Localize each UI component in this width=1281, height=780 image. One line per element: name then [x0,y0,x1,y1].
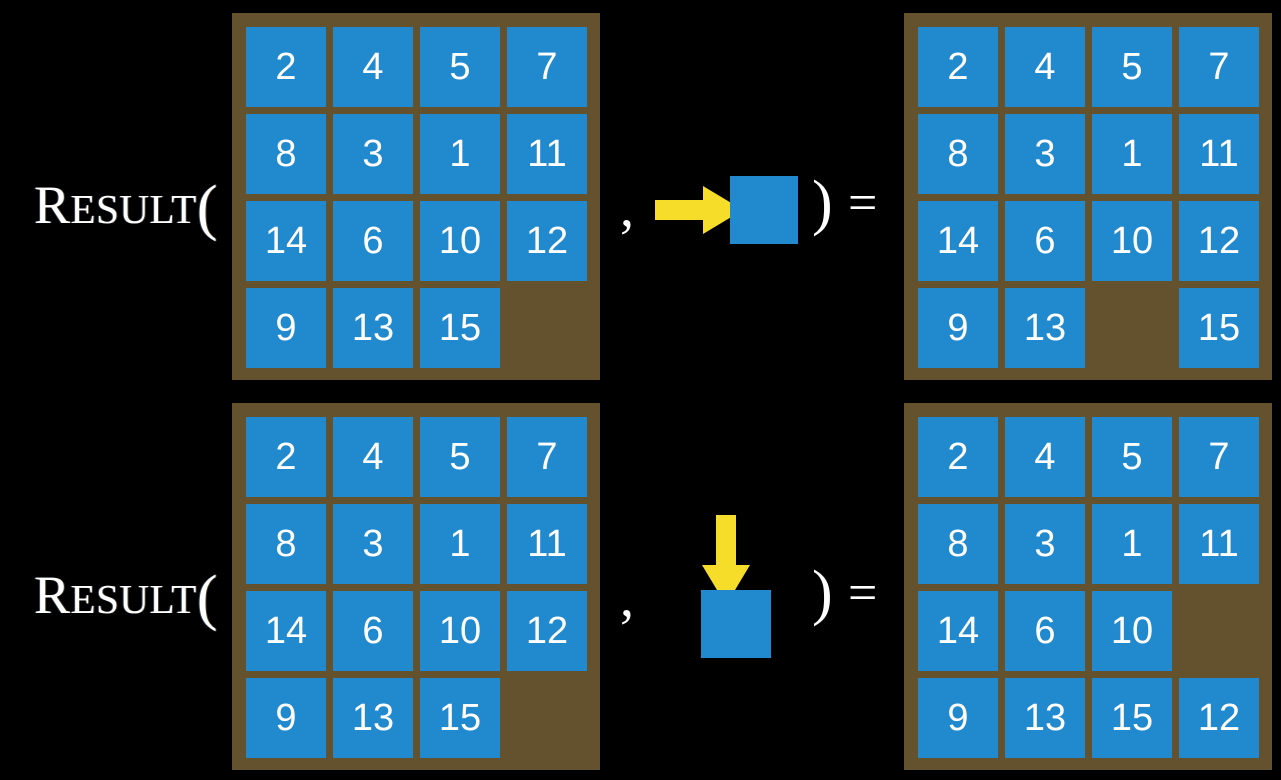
tile[interactable]: 4 [1005,27,1085,107]
tile[interactable]: 14 [918,591,998,671]
open-paren-top: ( [196,174,218,242]
tile[interactable]: 7 [507,27,587,107]
input-grid-top: 2 4 5 7 8 3 1 11 14 6 10 12 9 13 15 [246,27,587,368]
tile[interactable]: 7 [1179,417,1259,497]
tile[interactable]: 15 [1092,678,1172,758]
tile[interactable]: 4 [333,417,413,497]
tile[interactable]: 5 [420,27,500,107]
output-grid-bottom: 2 4 5 7 8 3 1 11 14 6 10 9 13 15 12 [918,417,1259,758]
tile[interactable]: 11 [507,504,587,584]
tile[interactable]: 5 [1092,417,1172,497]
tile[interactable]: 8 [918,114,998,194]
tile[interactable]: 1 [420,504,500,584]
arrow-right-icon [655,186,743,234]
output-board-top[interactable]: 2 4 5 7 8 3 1 11 14 6 10 12 9 13 15 [904,13,1272,380]
blank-cell [507,678,587,758]
blank-cell [1179,591,1259,671]
tile[interactable]: 1 [1092,114,1172,194]
comma-bottom: , [620,567,634,629]
tile[interactable]: 7 [1179,27,1259,107]
tile[interactable]: 2 [246,27,326,107]
tile[interactable]: 4 [1005,417,1085,497]
input-grid-bottom: 2 4 5 7 8 3 1 11 14 6 10 12 9 13 15 [246,417,587,758]
tile[interactable]: 2 [918,27,998,107]
tile[interactable]: 10 [420,201,500,281]
tile[interactable]: 1 [420,114,500,194]
tile[interactable]: 14 [246,201,326,281]
tile[interactable]: 13 [1005,288,1085,368]
blank-cell [1092,288,1172,368]
result-label-bottom: RESULT( [34,562,218,629]
input-board-bottom[interactable]: 2 4 5 7 8 3 1 11 14 6 10 12 9 13 15 [232,403,600,770]
tile[interactable]: 11 [1179,114,1259,194]
output-board-bottom[interactable]: 2 4 5 7 8 3 1 11 14 6 10 9 13 15 12 [904,403,1272,770]
tile[interactable]: 10 [420,591,500,671]
tile[interactable]: 9 [246,678,326,758]
result-label-initial: R [34,565,71,625]
input-board-top[interactable]: 2 4 5 7 8 3 1 11 14 6 10 12 9 13 15 [232,13,600,380]
tile[interactable]: 14 [246,591,326,671]
tile[interactable]: 3 [333,114,413,194]
tile[interactable]: 3 [333,504,413,584]
tile[interactable]: 10 [1092,591,1172,671]
tile[interactable]: 3 [1005,114,1085,194]
tile[interactable]: 1 [1092,504,1172,584]
tile[interactable]: 13 [333,288,413,368]
tile[interactable]: 12 [1179,201,1259,281]
tile[interactable]: 11 [1179,504,1259,584]
tile[interactable]: 10 [1092,201,1172,281]
tile[interactable]: 9 [918,678,998,758]
moving-tile-bottom[interactable] [701,590,771,658]
tile[interactable]: 5 [1092,27,1172,107]
comma-top: , [620,177,634,239]
tile[interactable]: 8 [246,504,326,584]
tile[interactable]: 6 [1005,591,1085,671]
close-paren-top: ) [812,169,833,237]
moving-tile-top[interactable] [730,176,798,244]
tile[interactable]: 4 [333,27,413,107]
tile[interactable]: 12 [1179,678,1259,758]
tile[interactable]: 8 [246,114,326,194]
tile[interactable]: 8 [918,504,998,584]
tile[interactable]: 15 [1179,288,1259,368]
tile[interactable]: 3 [1005,504,1085,584]
tile[interactable]: 12 [507,591,587,671]
result-label-body: ESULT [70,186,197,232]
tile[interactable]: 11 [507,114,587,194]
equals-bottom: = [848,565,878,622]
equals-top: = [848,175,878,232]
tile[interactable]: 6 [333,591,413,671]
tile[interactable]: 9 [246,288,326,368]
result-label-initial: R [34,175,71,235]
tile[interactable]: 2 [246,417,326,497]
arrow-down-icon [702,515,750,605]
tile[interactable]: 15 [420,678,500,758]
tile[interactable]: 12 [507,201,587,281]
tile[interactable]: 13 [333,678,413,758]
tile[interactable]: 6 [333,201,413,281]
tile[interactable]: 14 [918,201,998,281]
open-paren-bottom: ( [196,564,218,632]
tile[interactable]: 15 [420,288,500,368]
result-label-body: ESULT [70,576,197,622]
tile[interactable]: 9 [918,288,998,368]
result-label-top: RESULT( [34,172,218,239]
tile[interactable]: 2 [918,417,998,497]
close-paren-bottom: ) [812,559,833,627]
tile[interactable]: 13 [1005,678,1085,758]
output-grid-top: 2 4 5 7 8 3 1 11 14 6 10 12 9 13 15 [918,27,1259,368]
tile[interactable]: 5 [420,417,500,497]
blank-cell [507,288,587,368]
tile[interactable]: 6 [1005,201,1085,281]
tile[interactable]: 7 [507,417,587,497]
